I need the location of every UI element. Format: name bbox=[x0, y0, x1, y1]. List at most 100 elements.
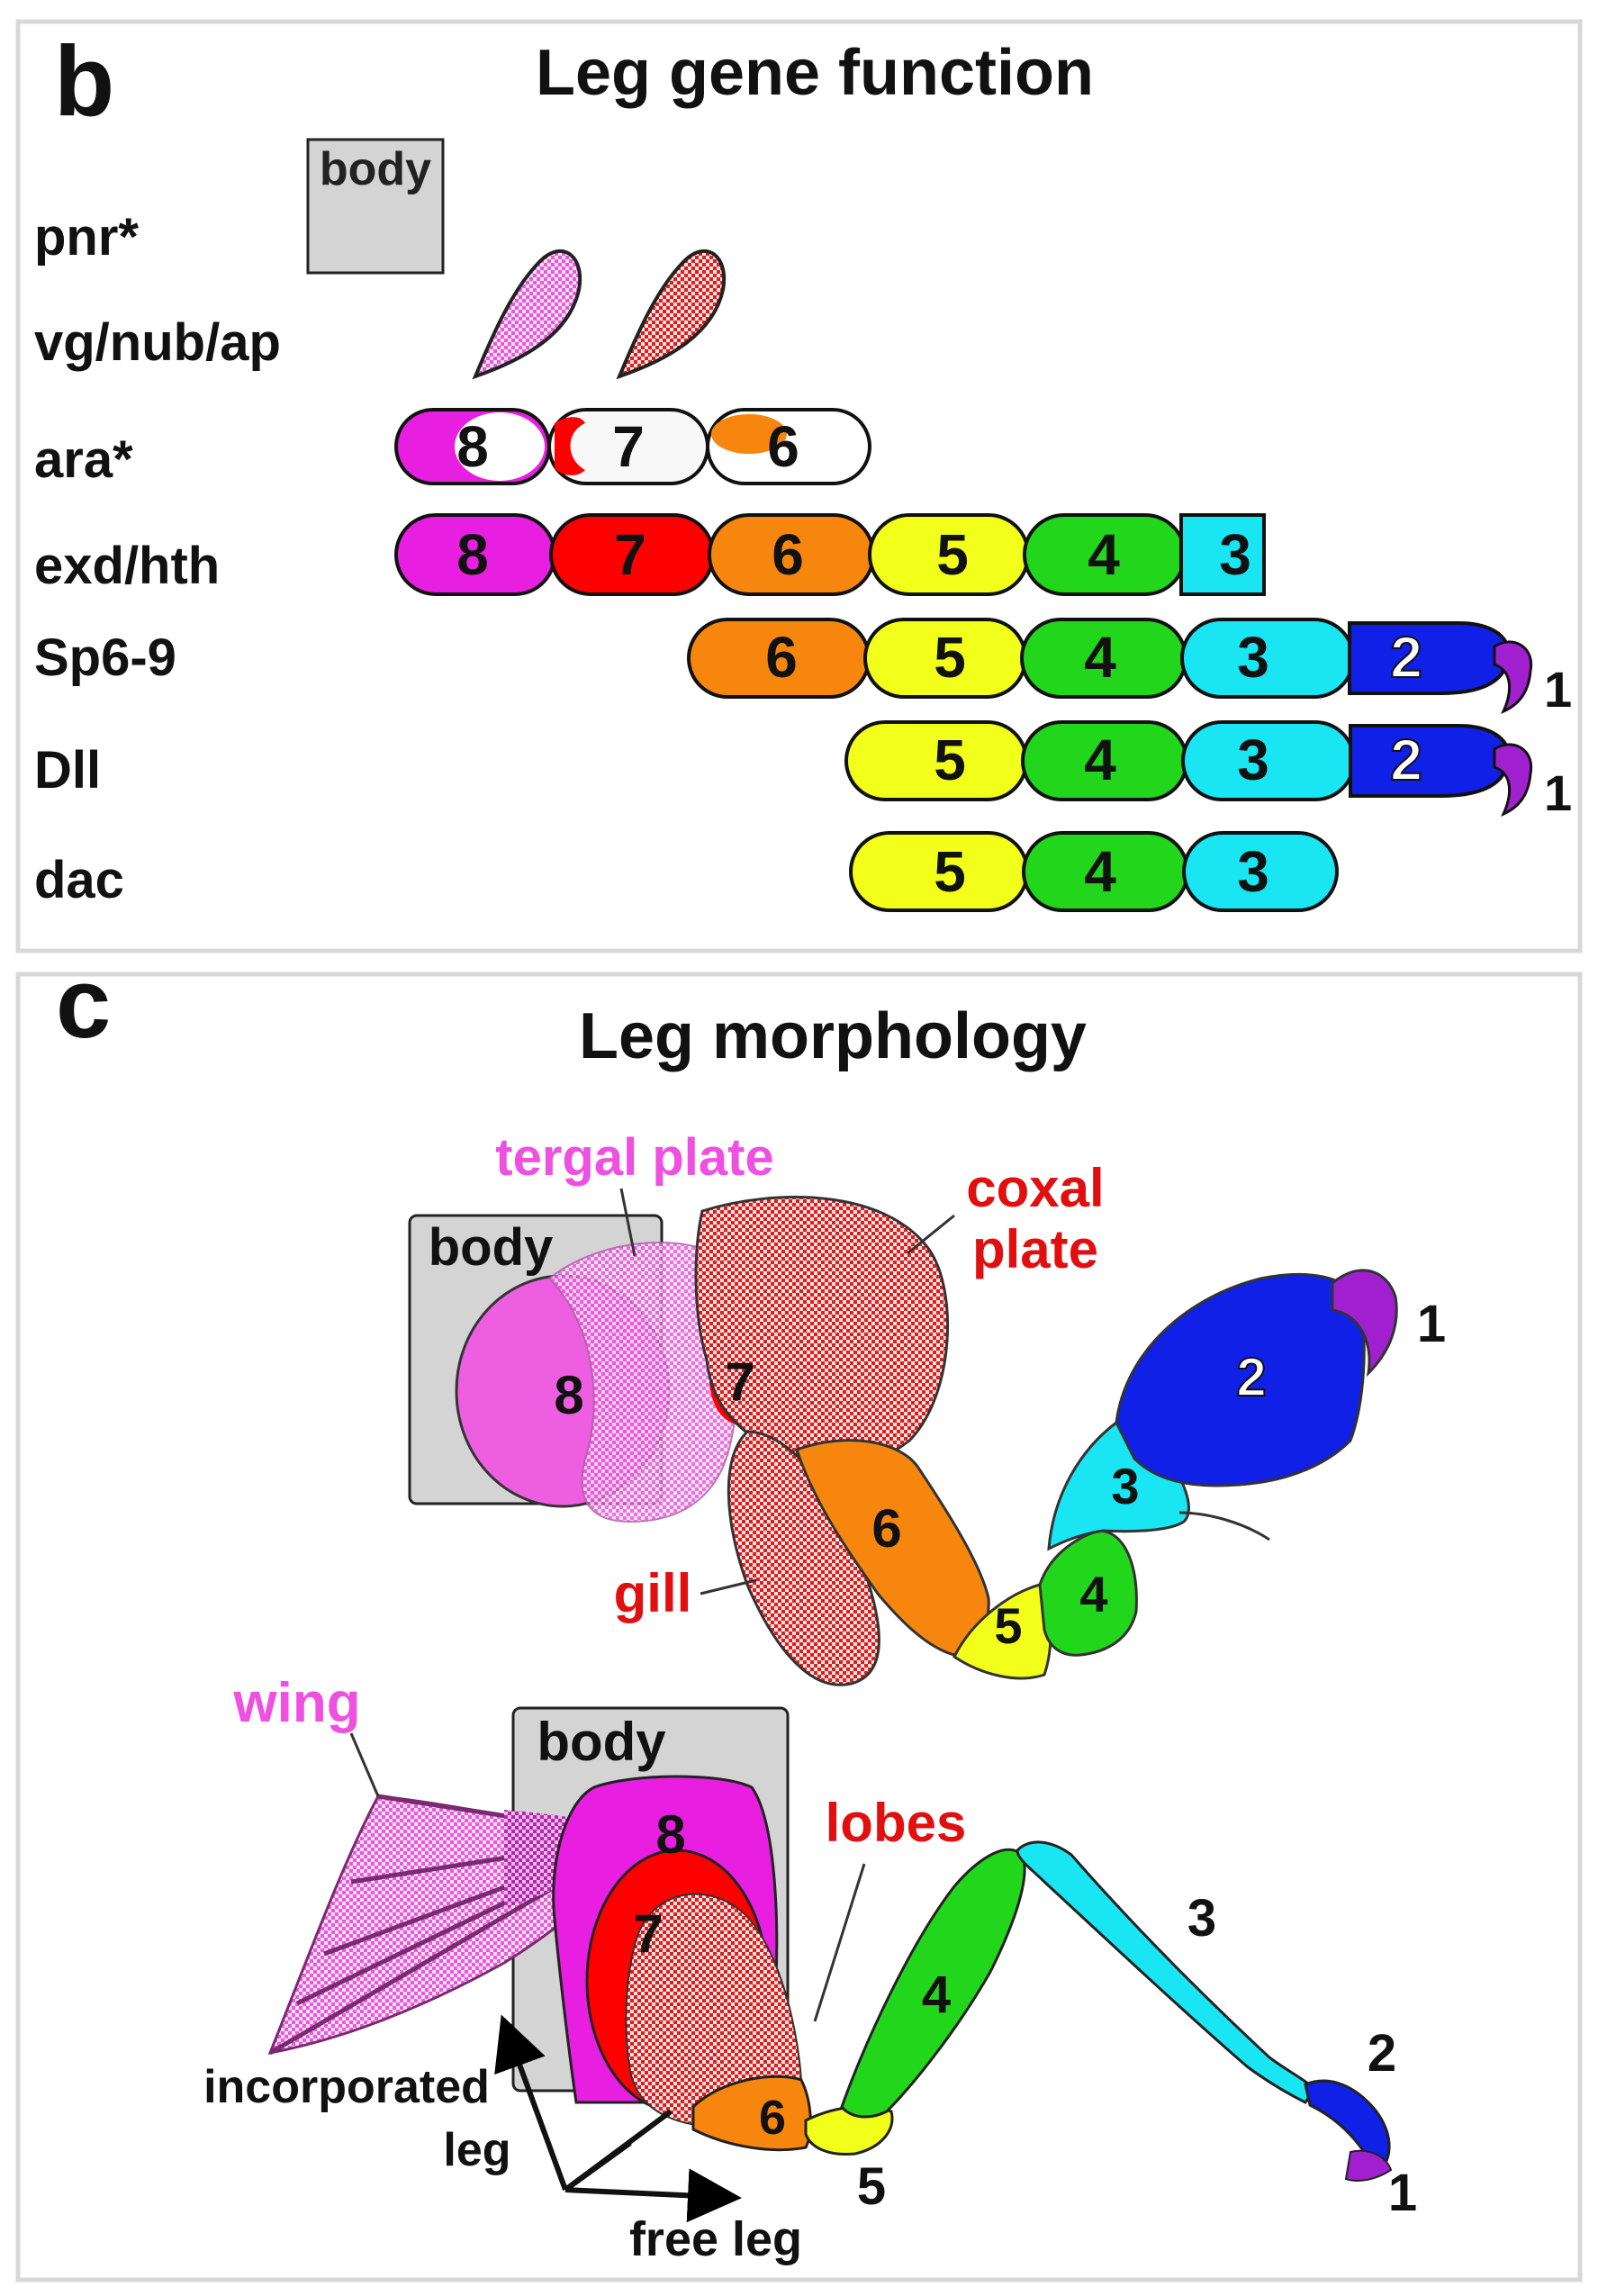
free-leg-label: free leg bbox=[629, 2212, 802, 2266]
tergal-plate-leader bbox=[619, 1188, 636, 1257]
sp69-label-1: 1 bbox=[1544, 661, 1572, 718]
wing-veins bbox=[268, 1794, 643, 2056]
lower-label-8: 8 bbox=[655, 1804, 685, 1865]
dac-label-3: 3 bbox=[1237, 839, 1269, 904]
upper-claw-1 bbox=[1331, 1269, 1398, 1378]
coxal-plate-label-1: coxal bbox=[966, 1158, 1104, 1218]
upper-leg: body 8 7 6 5 4 3 2 1 tergal plate bbox=[408, 1128, 1446, 1686]
lower-segment-2 bbox=[1304, 2079, 1391, 2167]
panel-b-letter: b bbox=[54, 26, 114, 137]
dll-claw-1 bbox=[1493, 743, 1533, 817]
panel-c-frame bbox=[15, 972, 1583, 2282]
dll-label-4: 4 bbox=[1084, 728, 1116, 792]
exd-label-7: 7 bbox=[614, 522, 646, 587]
sp69-label-5: 5 bbox=[934, 625, 966, 690]
lobes-leader bbox=[813, 1863, 866, 2022]
gene-label-dac: dac bbox=[34, 851, 124, 909]
dac-label-5: 5 bbox=[934, 839, 966, 904]
gene-label-exd-hth: exd/hth bbox=[34, 537, 220, 595]
ara-segment-6-orange bbox=[711, 414, 787, 454]
exd-label-6: 6 bbox=[772, 522, 804, 587]
sp69-label-3: 3 bbox=[1237, 625, 1269, 690]
gene-label-dll: Dll bbox=[34, 741, 101, 800]
arrow-free-leg bbox=[564, 2168, 742, 2223]
lower-label-3: 3 bbox=[1187, 1889, 1216, 1948]
sp69-row: 6 5 4 3 2 1 bbox=[687, 618, 1572, 718]
panel-c-title: Leg morphology bbox=[579, 1000, 1087, 1072]
dll-label-5: 5 bbox=[934, 728, 966, 792]
lower-label-7: 7 bbox=[633, 1903, 663, 1964]
body-box-lower-label: body bbox=[537, 1712, 666, 1772]
exd-segment-3 bbox=[1179, 513, 1266, 596]
dll-segment-2 bbox=[1349, 724, 1511, 798]
arrow-stem-2 bbox=[564, 2109, 673, 2192]
wing-label: wing bbox=[232, 1672, 360, 1734]
gene-label-sp6-9: Sp6-9 bbox=[34, 628, 176, 687]
lower-label-1: 1 bbox=[1388, 2164, 1417, 2222]
incorporated-leg-label-1: incorporated bbox=[203, 2061, 490, 2113]
arrow-incorporated bbox=[494, 2014, 568, 2192]
lower-leg: body 8 7 6 5 4 3 2 1 wing lobes bbox=[203, 1672, 1417, 2266]
exd-label-5: 5 bbox=[936, 522, 969, 587]
wing-primordium-red bbox=[616, 249, 727, 380]
lower-segment-3 bbox=[1016, 1840, 1316, 2104]
dll-row: 5 4 3 2 1 bbox=[844, 720, 1572, 821]
lower-claw-1 bbox=[1344, 2149, 1393, 2182]
exd-label-3: 3 bbox=[1219, 522, 1251, 587]
tergal-plate bbox=[547, 1242, 740, 1523]
body-box-b bbox=[306, 138, 445, 275]
sp69-label-4: 4 bbox=[1084, 625, 1116, 690]
gill-label: gill bbox=[614, 1563, 692, 1623]
upper-label-4: 4 bbox=[1079, 1566, 1107, 1623]
lower-segment-4 bbox=[840, 1848, 1026, 2119]
exd-label-8: 8 bbox=[456, 522, 489, 587]
lower-label-6: 6 bbox=[759, 2091, 786, 2145]
upper-label-8: 8 bbox=[554, 1365, 583, 1425]
coxal-plate-leader bbox=[907, 1214, 955, 1255]
exd-hth-row: 8 7 6 5 4 3 bbox=[394, 513, 1266, 596]
gill-leader bbox=[700, 1578, 757, 1595]
dll-label-1: 1 bbox=[1544, 764, 1572, 821]
ara-row: 8 7 6 bbox=[394, 408, 871, 485]
sp69-claw-1 bbox=[1493, 640, 1533, 714]
upper-seta bbox=[1178, 1511, 1270, 1541]
ara-segment-8-white bbox=[455, 412, 545, 481]
ara-label-8: 8 bbox=[456, 414, 489, 479]
upper-label-2: 2 bbox=[1236, 1347, 1266, 1407]
gene-label-pnr: pnr* bbox=[34, 208, 139, 267]
upper-label-5: 5 bbox=[994, 1597, 1022, 1654]
gene-label-ara: ara* bbox=[34, 430, 133, 489]
dac-label-4: 4 bbox=[1084, 839, 1116, 904]
lower-label-2: 2 bbox=[1368, 2024, 1396, 2083]
panel-b-title: Leg gene function bbox=[536, 37, 1094, 109]
sp69-label-6: 6 bbox=[765, 625, 798, 690]
ara-segment-7-red bbox=[555, 417, 585, 475]
upper-label-7: 7 bbox=[725, 1351, 754, 1412]
upper-label-3: 3 bbox=[1111, 1458, 1139, 1514]
dll-label-2: 2 bbox=[1390, 728, 1422, 792]
upper-label-6: 6 bbox=[871, 1498, 901, 1559]
wing-primordium-pink bbox=[472, 249, 582, 380]
dac-row: 5 4 3 bbox=[849, 831, 1339, 912]
upper-label-1: 1 bbox=[1417, 1295, 1446, 1353]
ara-label-6: 6 bbox=[767, 414, 799, 479]
dll-label-3: 3 bbox=[1237, 728, 1269, 792]
tergal-plate-label: tergal plate bbox=[495, 1128, 773, 1187]
sp69-label-2: 2 bbox=[1390, 625, 1422, 690]
leg-arrows bbox=[494, 2014, 742, 2223]
ara-label-7: 7 bbox=[612, 414, 645, 479]
panel-c-letter: c bbox=[56, 948, 111, 1059]
body-box-b-label: body bbox=[320, 143, 431, 195]
incorporated-leg-label-2: leg bbox=[443, 2124, 510, 2176]
lower-label-5: 5 bbox=[857, 2157, 886, 2216]
lobes-label: lobes bbox=[826, 1793, 967, 1853]
wing-leader bbox=[349, 1732, 380, 1797]
exd-label-4: 4 bbox=[1088, 522, 1120, 587]
body-box-upper-label: body bbox=[429, 1218, 554, 1277]
sp69-segment-2 bbox=[1348, 621, 1511, 695]
coxal-plate-label-2: plate bbox=[972, 1219, 1098, 1279]
dac-segment-3 bbox=[1182, 831, 1339, 912]
gene-labels: pnr* vg/nub/ap ara* exd/hth Sp6-9 Dll da… bbox=[34, 208, 281, 909]
